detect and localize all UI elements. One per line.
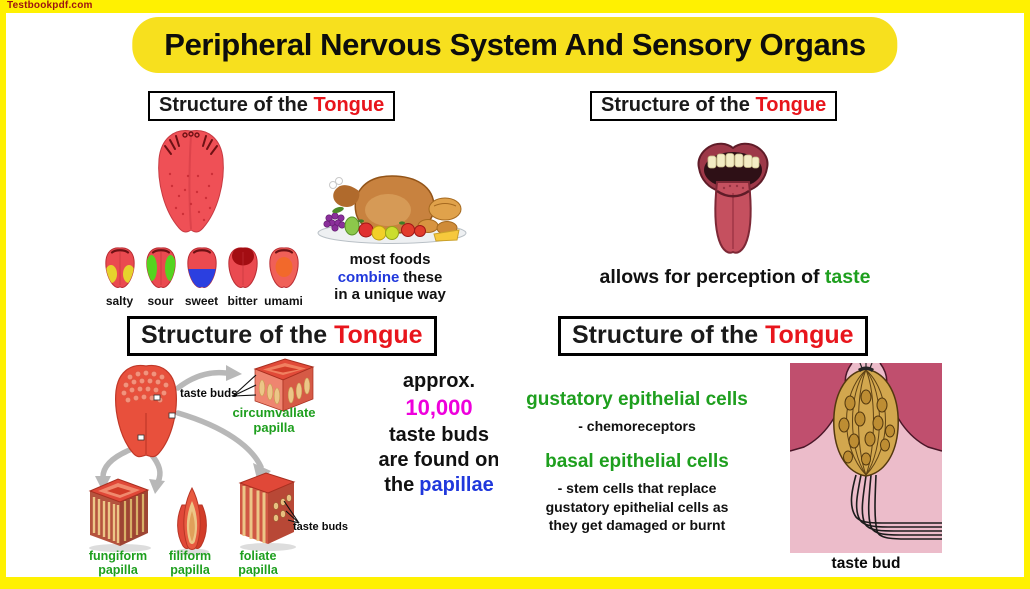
taste-buds-fact: approx. 10,000 taste buds are found on t… bbox=[352, 369, 498, 504]
fact-the: the bbox=[384, 474, 415, 497]
filiform-papilla-label: filiform papilla bbox=[168, 549, 212, 578]
fact-approx: approx. bbox=[402, 370, 476, 392]
basal-cells-title: basal epithelial cells bbox=[545, 451, 729, 473]
taste-map-sour-icon bbox=[145, 247, 176, 289]
foliate-papilla-label: foliate papilla bbox=[238, 549, 278, 578]
gustatory-cells-title: gustatory epithelial cells bbox=[526, 389, 748, 410]
fungiform-papilla-label: fungiform papilla bbox=[88, 549, 148, 578]
basal-desc-line2: gustatory epithelial cells as bbox=[545, 498, 729, 515]
taste-map-sweet-icon bbox=[186, 247, 217, 289]
basal-cells-desc: - stem cells that replace gustatory epit… bbox=[512, 479, 762, 534]
epithelial-cells-text: gustatory epithelial cells - chemorecept… bbox=[512, 389, 762, 535]
mouth-tongue-illustration bbox=[697, 142, 769, 254]
taste-bud-caption: taste bud bbox=[831, 555, 901, 572]
header-prefix: Structure of the bbox=[572, 321, 759, 349]
taste-label: salty bbox=[105, 294, 134, 308]
taste-map-umami-icon bbox=[268, 247, 299, 289]
taste-label: umami bbox=[264, 294, 303, 308]
taste-bud-illustration bbox=[790, 363, 942, 553]
main-title-banner: Peripheral Nervous System And Sensory Or… bbox=[132, 17, 898, 73]
foliate-taste-buds-label: taste buds bbox=[293, 521, 349, 533]
header-highlight: Tongue bbox=[755, 94, 827, 116]
header-prefix: Structure of the bbox=[141, 321, 328, 349]
foods-caption-these: these bbox=[403, 268, 443, 286]
fact-papillae: papillae bbox=[419, 474, 494, 497]
taste-map-salty: salty bbox=[99, 246, 140, 308]
header-highlight: Tongue bbox=[334, 321, 423, 349]
taste-map-salty-icon bbox=[104, 247, 135, 289]
gustatory-cells-desc: - chemoreceptors bbox=[578, 418, 696, 434]
foods-caption-combine: combine bbox=[337, 268, 400, 286]
header-prefix: Structure of the bbox=[159, 94, 308, 116]
basal-desc-line1: - stem cells that replace bbox=[557, 480, 717, 497]
food-platter-illustration bbox=[317, 175, 467, 244]
perception-taste: taste bbox=[824, 266, 871, 288]
taste-map-sweet: sweet bbox=[181, 246, 222, 308]
perception-black: allows for perception of bbox=[599, 266, 820, 288]
header-highlight: Tongue bbox=[313, 94, 385, 116]
tongue-illustration bbox=[158, 130, 224, 233]
papillae-diagram bbox=[88, 358, 315, 556]
watermark: Testbookpdf.com bbox=[7, 0, 93, 11]
taste-map-bitter-icon bbox=[227, 247, 258, 289]
foods-caption-line3: in a unique way bbox=[334, 286, 446, 304]
fact-are-found-on: are found on bbox=[378, 448, 498, 471]
taste-label: bitter bbox=[227, 294, 258, 308]
circumvallate-papilla-label: circumvallate papilla bbox=[232, 405, 316, 435]
header-highlight: Tongue bbox=[765, 321, 854, 349]
header-prefix: Structure of the bbox=[601, 94, 750, 116]
basal-desc-line3: they get damaged or burnt bbox=[548, 517, 726, 534]
foods-caption-line1: most foods bbox=[349, 251, 431, 268]
taste-label: sweet bbox=[184, 294, 219, 308]
taste-buds-label: taste buds bbox=[180, 388, 238, 400]
main-title: Peripheral Nervous System And Sensory Or… bbox=[164, 27, 866, 62]
taste-map-umami: umami bbox=[263, 246, 304, 308]
fact-taste-buds: taste buds bbox=[388, 423, 490, 446]
taste-map-row: salty sour sweet bbox=[99, 246, 305, 308]
taste-label: sour bbox=[147, 294, 174, 308]
fact-number: 10,000 bbox=[405, 395, 473, 421]
taste-map-sour: sour bbox=[140, 246, 181, 308]
taste-map-bitter: bitter bbox=[222, 246, 263, 308]
